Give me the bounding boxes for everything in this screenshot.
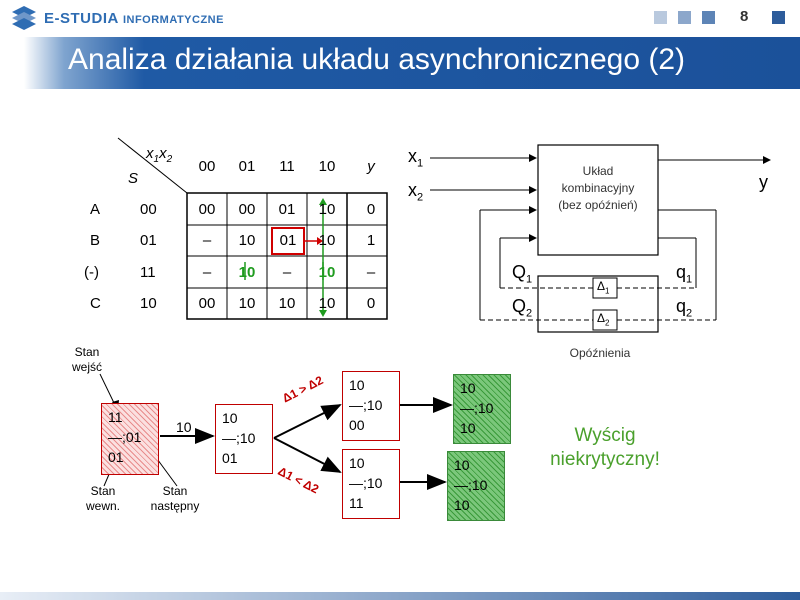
- cell-a-y: 0: [366, 201, 376, 218]
- circuit-q2-label: q2: [676, 296, 693, 320]
- delta1-label: Δ1: [597, 279, 610, 296]
- cell-b-y: 1: [366, 232, 376, 249]
- col-header-y: y: [367, 158, 375, 175]
- label-next-state: Stan następny: [150, 484, 200, 513]
- combinational-block-label: Układ kombinacyjny (bez opóźnień): [558, 164, 638, 212]
- circuit-Q2-label: Q2: [512, 296, 533, 320]
- cell-a-01: 00: [238, 201, 256, 218]
- header-bar: E-STUDIA INFORMATYCZNE 8: [0, 0, 800, 36]
- cell-dash-11: –: [282, 264, 292, 281]
- circuit-Q1-label: Q1: [512, 262, 533, 286]
- top-final-state-box: 10 —;10 10: [453, 374, 511, 444]
- cell-dash-00: –: [202, 264, 212, 281]
- cell-c-y: 0: [366, 295, 376, 312]
- delta2-label: Δ2: [597, 311, 610, 328]
- circuit-x2-label: x2: [408, 180, 424, 204]
- start-state-box: 11 —;01 01: [101, 403, 159, 475]
- cell-b-10: 10: [318, 232, 336, 249]
- delays-label: Opóźnienia: [569, 346, 631, 360]
- col-header-00: 00: [198, 158, 216, 175]
- logo-text: E-STUDIA INFORMATYCZNE: [44, 10, 224, 27]
- transition-input-label: 10: [176, 419, 192, 435]
- label-input-state: Stan wejść: [71, 345, 102, 374]
- row-code-a: 00: [140, 201, 157, 218]
- col-header-11: 11: [279, 158, 295, 175]
- nav-square-1: [654, 11, 667, 24]
- cell-dash-10: 10: [318, 264, 336, 281]
- row-name-a: A: [90, 201, 101, 218]
- col-header-10: 10: [318, 158, 336, 175]
- circuit-x1-label: x1: [408, 146, 424, 170]
- cell-c-00: 00: [198, 295, 216, 312]
- row-code-dash: 11: [140, 264, 156, 281]
- cell-a-10: 10: [318, 201, 336, 218]
- corner-x1x2: x1x2: [146, 145, 173, 165]
- bottom-final-state-box: 10 —;10 10: [447, 451, 505, 521]
- bottom-state-box: 10 —;10 11: [342, 449, 400, 519]
- footer-bar: [0, 592, 800, 600]
- label-internal-state: Stan wewn.: [85, 484, 120, 513]
- cell-a-11: 01: [278, 201, 296, 218]
- nav-square-4: [772, 11, 785, 24]
- logo-sub: INFORMATYCZNE: [122, 14, 224, 26]
- nav-square-3: [702, 11, 715, 24]
- row-code-b: 01: [140, 232, 157, 249]
- row-code-c: 10: [140, 295, 157, 312]
- cell-dash-01: 10: [238, 264, 256, 281]
- cell-dash-y: –: [366, 264, 376, 281]
- logo-icon: [12, 6, 36, 30]
- row-name-b: B: [90, 232, 101, 249]
- row-name-c: C: [90, 295, 101, 312]
- middle-state-box: 10 —;10 01: [215, 404, 273, 474]
- circuit-q1-label: q1: [676, 262, 693, 286]
- cell-b-00: –: [202, 232, 212, 249]
- cell-a-00: 00: [198, 201, 216, 218]
- cell-b-01: 10: [238, 232, 256, 249]
- col-header-01: 01: [238, 158, 256, 175]
- circuit-y-label: y: [759, 172, 768, 192]
- page-number: 8: [740, 8, 749, 25]
- nav-square-2: [678, 11, 691, 24]
- row-name-dash: (-): [84, 264, 99, 281]
- logo-main: E-STUDIA: [44, 10, 119, 27]
- cell-c-01: 10: [238, 295, 256, 312]
- cell-c-11: 10: [278, 295, 296, 312]
- title-bar: [0, 37, 800, 89]
- cell-b-11-stable: 01: [279, 232, 297, 249]
- top-state-box: 10 —;10 00: [342, 371, 400, 441]
- cell-c-10: 10: [318, 295, 336, 312]
- corner-s: S: [128, 170, 139, 187]
- conclusion-text: Wyścig niekrytyczny!: [550, 425, 660, 470]
- page-title: Analiza działania układu asynchroniczneg…: [68, 43, 686, 76]
